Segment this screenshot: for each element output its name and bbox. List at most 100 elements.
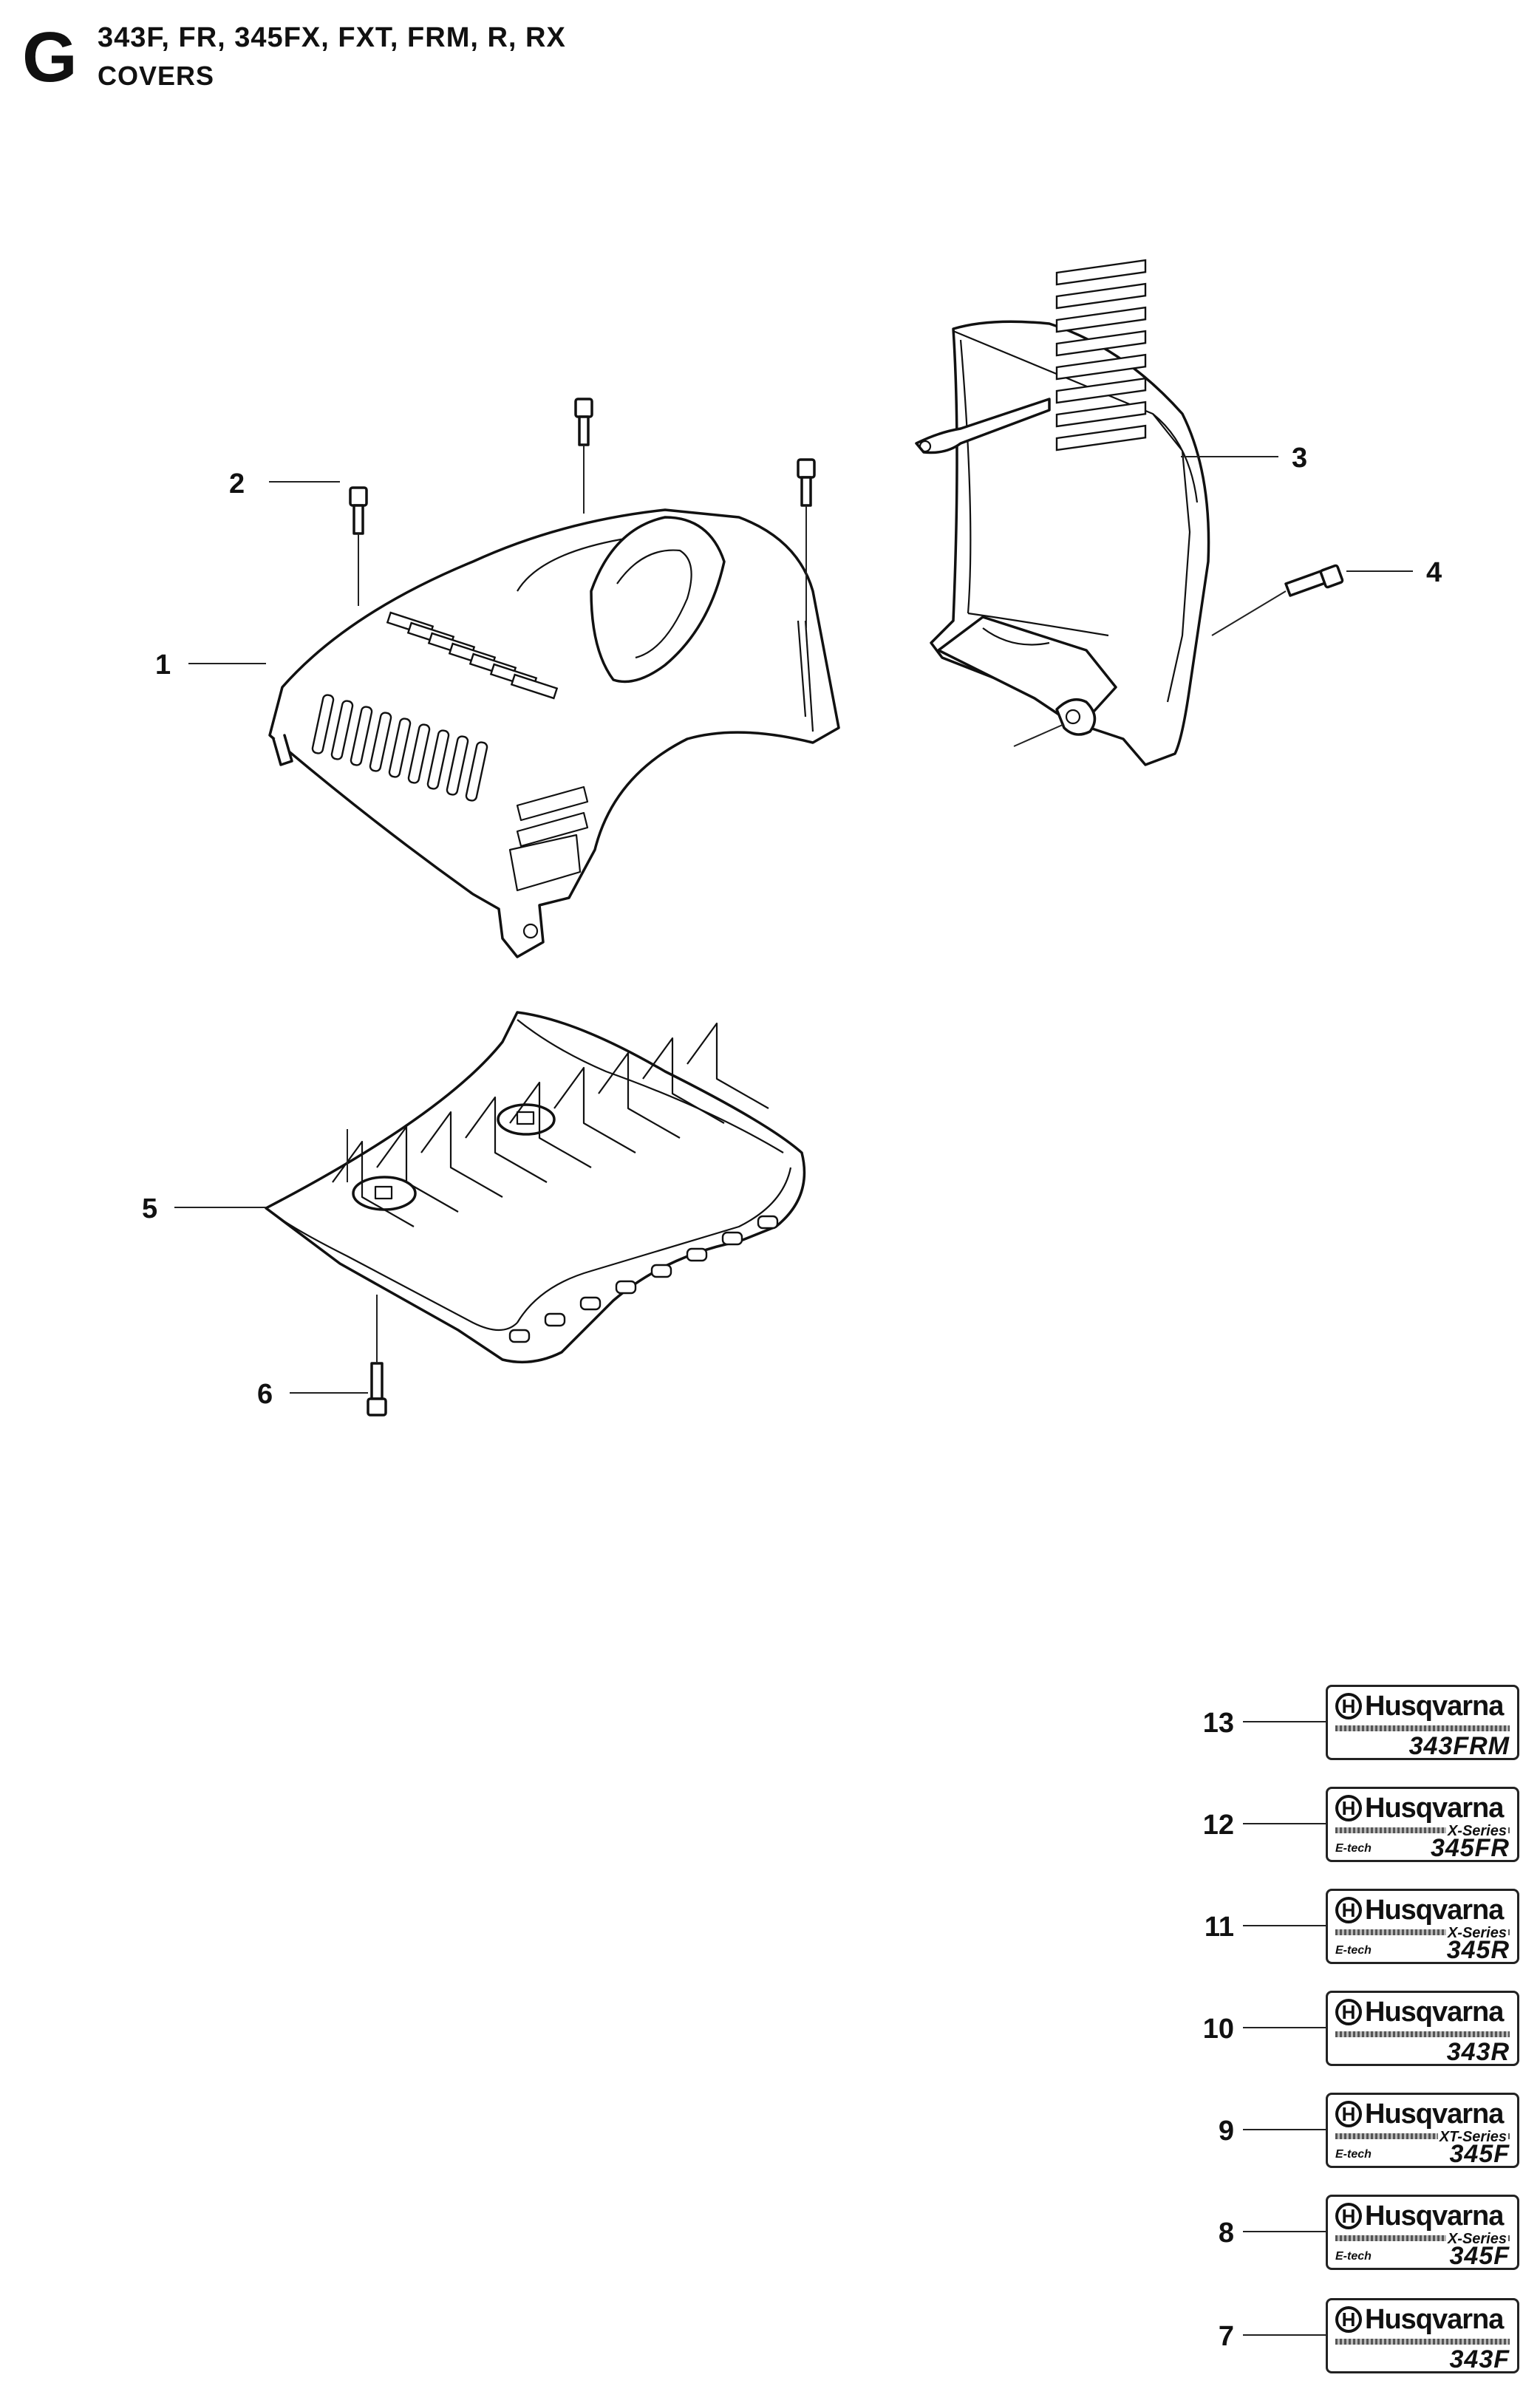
rib <box>420 1111 503 1198</box>
decal-stripe <box>1335 2235 1510 2241</box>
husqvarna-crown-h-icon: H <box>1335 1897 1362 1923</box>
foot-bump <box>544 1312 566 1327</box>
decal-etech: E-tech <box>1335 1944 1372 1957</box>
decal-model: 345FR <box>1430 1834 1510 1862</box>
foot-bump <box>579 1296 602 1311</box>
part-screw-6[interactable] <box>367 1362 387 1417</box>
vent-slot <box>1055 259 1147 286</box>
foot-bump <box>508 1329 531 1343</box>
part-side-cover[interactable] <box>915 320 1210 766</box>
decal-callout: 7 <box>1219 2321 1234 2352</box>
decal-model: 345F <box>1449 2140 1510 2168</box>
decal-model: 343FRM <box>1408 1732 1510 1760</box>
decal-series: X-Series <box>1445 1925 1508 1941</box>
decal-stripe <box>1335 2133 1510 2139</box>
part-bottom-cover[interactable] <box>265 1011 806 1364</box>
top-cover-vents <box>311 611 559 802</box>
decal-callout: 9 <box>1219 2116 1234 2147</box>
rib <box>465 1096 548 1183</box>
callout-6: 6 <box>257 1379 273 1410</box>
vent-slot <box>1055 400 1147 428</box>
model-list: 343F, FR, 345FX, FXT, FRM, R, RX <box>98 22 566 53</box>
part-screw-right <box>797 458 816 628</box>
bottom-cover-ribs <box>332 1022 779 1343</box>
vent-slot <box>1055 282 1147 310</box>
decal-callout: 13 <box>1203 1708 1234 1739</box>
callout-1: 1 <box>155 650 171 681</box>
section-letter: G <box>22 18 78 97</box>
vent-slot <box>446 735 469 796</box>
decal-etech: E-tech <box>1335 1842 1372 1855</box>
husqvarna-crown-h-icon: H <box>1335 1999 1362 2025</box>
vent-slot <box>311 694 335 754</box>
decal-model: 343R <box>1446 2038 1510 2066</box>
vent-slot <box>330 700 354 760</box>
foot-bump <box>650 1264 672 1278</box>
decal-brand: Husqvarna <box>1365 1895 1504 1926</box>
vent-slot <box>350 706 373 766</box>
decal-series: X-Series <box>1445 1823 1508 1839</box>
vent-slot <box>510 673 559 700</box>
decal-brand: Husqvarna <box>1365 2201 1504 2232</box>
decal-stripe <box>1335 1827 1510 1833</box>
decal-brand: Husqvarna <box>1365 1997 1504 2028</box>
decal-stripe <box>1335 2339 1510 2345</box>
part-top-cover[interactable] <box>268 508 840 958</box>
decal-brand: Husqvarna <box>1365 1691 1504 1722</box>
decal-callout: 8 <box>1219 2218 1234 2249</box>
rib <box>642 1037 725 1124</box>
decal-callout: 12 <box>1203 1810 1234 1841</box>
decal-brand: Husqvarna <box>1365 1793 1504 1824</box>
vent-slot <box>1055 377 1147 404</box>
decal-series: XT-Series <box>1437 2129 1508 2145</box>
decal-etech: E-tech <box>1335 2148 1372 2161</box>
decal-leaders: 13 12 11 10 9 8 7 <box>1203 1708 1326 2352</box>
part-screw-center <box>574 398 593 514</box>
vent-slot <box>388 718 412 778</box>
foot-bump <box>615 1280 637 1295</box>
decal-callout: 11 <box>1205 1912 1234 1943</box>
husqvarna-crown-h-icon: H <box>1335 1795 1362 1821</box>
foot-bump <box>721 1231 743 1246</box>
decal-model: 343F <box>1449 2345 1510 2373</box>
part-screw-4[interactable] <box>1211 564 1344 636</box>
husqvarna-crown-h-icon: H <box>1335 1693 1362 1719</box>
rib <box>376 1125 459 1213</box>
rib <box>598 1051 681 1139</box>
vent-slot <box>407 723 431 784</box>
side-cover-vents <box>1055 259 1147 451</box>
decal-stripe <box>1335 2031 1510 2037</box>
vent-slot <box>369 712 392 772</box>
decal-stripe <box>1335 1725 1510 1731</box>
vent-slot <box>1055 330 1147 357</box>
foot-bump <box>686 1247 708 1262</box>
husqvarna-crown-h-icon: H <box>1335 2101 1362 2127</box>
decal-series: X-Series <box>1445 2231 1508 2247</box>
decal-callout: 10 <box>1203 2014 1234 2045</box>
rib <box>686 1022 769 1109</box>
callout-2: 2 <box>229 468 245 500</box>
husqvarna-crown-h-icon: H <box>1335 2306 1362 2333</box>
foot-bump <box>757 1215 779 1230</box>
callout-5: 5 <box>142 1193 157 1224</box>
vent-slot <box>426 729 450 790</box>
vent-slot <box>1055 424 1147 451</box>
callout-3: 3 <box>1292 443 1307 474</box>
part-screw-2[interactable] <box>349 486 368 606</box>
rib <box>553 1066 636 1153</box>
vent-slot <box>465 741 488 802</box>
